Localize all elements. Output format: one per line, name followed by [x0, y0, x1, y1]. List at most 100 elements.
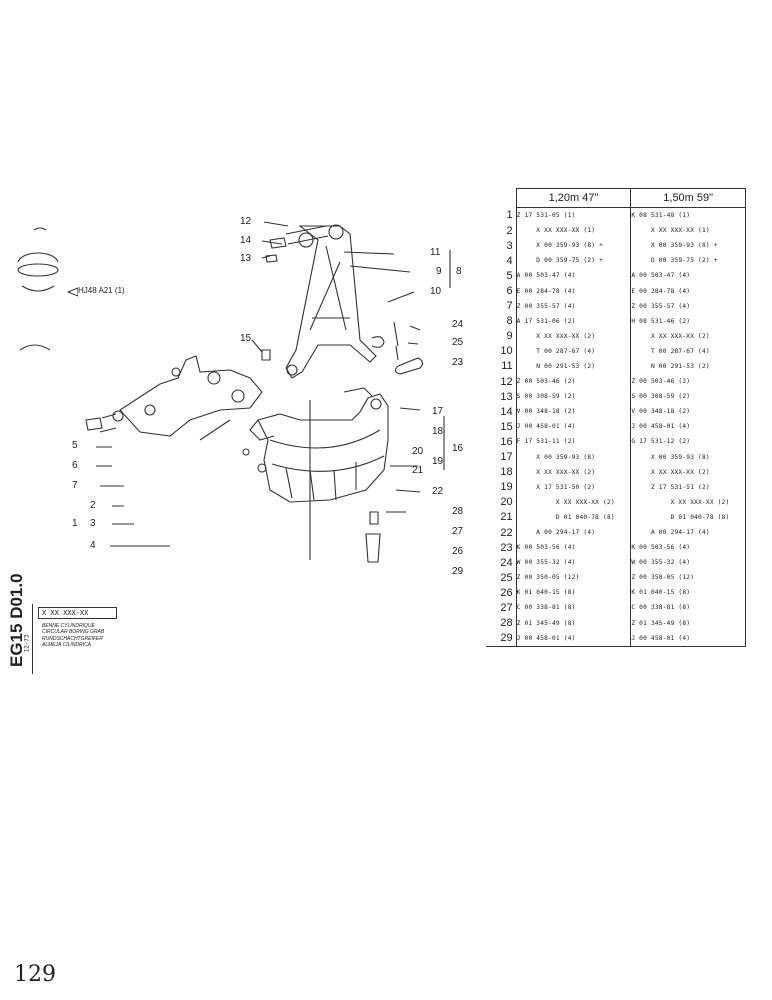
callout-26: 26 [452, 546, 464, 557]
item-number: 15 [500, 420, 513, 433]
item-number: 8 [506, 315, 513, 328]
title-block-divider [32, 604, 33, 674]
part-number-120m: Z 17 531-05 (1) [515, 207, 631, 224]
item-number: 12 [500, 375, 513, 388]
item-number: 2 [506, 224, 513, 237]
item-number: 16 [500, 435, 513, 448]
part-number-120m: K 00 503-56 (4) [515, 540, 631, 556]
exploded-parts-diagram [17, 221, 451, 563]
table-header-row: 1,20m 47" 1,50m 59" [486, 188, 746, 208]
callout-20: 20 [412, 446, 424, 457]
callout-25: 25 [452, 337, 464, 348]
item-number: 17 [500, 451, 513, 464]
item-number: 5 [506, 269, 513, 282]
part-number-150m: J 00 458-01 (4) [630, 630, 746, 647]
part-number-120m: A 00 503-47 (4) [515, 268, 631, 284]
item-number: 19 [500, 481, 513, 494]
table-row: 4 D 00 359-75 (2) + D 00 359-75 (2) + [486, 253, 746, 269]
item-number: 27 [500, 601, 513, 614]
item-number: 22 [500, 526, 513, 539]
part-number-150m: D 00 359-75 (2) + [630, 253, 746, 269]
callout-8: 8 [456, 266, 462, 277]
callout-2: 2 [90, 500, 96, 511]
callout-1: 1 [72, 518, 78, 529]
part-number-120m: S 00 308-59 (2) [515, 389, 631, 405]
sheet-edition: 12-73 [23, 634, 31, 653]
part-number-150m: A 00 294-17 (4) [630, 524, 746, 541]
callout-18: 18 [432, 426, 444, 437]
item-number: 23 [500, 541, 513, 554]
callout-15: 15 [240, 333, 252, 344]
part-number-150m: E 00 284-78 (4) [630, 283, 746, 299]
callout-17: 17 [432, 406, 444, 417]
part-number-150m: N 00 291-53 (2) [630, 358, 746, 375]
callout-21: 21 [412, 465, 424, 476]
part-number-120m: D 01 040-78 (8) [515, 509, 631, 525]
part-number-120m: Z 00 350-05 (12) [515, 570, 631, 586]
part-number-150m: J 00 458-01 (4) [630, 419, 746, 435]
assembly-number-box: X XX XXX-XX [38, 607, 117, 619]
table-row: 20 X XX XXX-XX (2) X XX XXX-XX (2) [486, 494, 746, 510]
part-number-150m: X 00 359-93 (8) + [630, 238, 746, 254]
item-number: 9 [506, 330, 513, 343]
part-number-120m: X XX XXX-XX (2) [515, 464, 631, 480]
page-number: 129 [14, 962, 56, 987]
table-row: 3 X 00 359-93 (8) + X 00 359-93 (8) + [486, 238, 746, 254]
table-row: 17 X 00 359-93 (8) X 00 359-93 (8) [486, 449, 746, 465]
callout-9: 9 [436, 266, 442, 277]
part-number-150m: K 00 503-56 (4) [630, 540, 746, 556]
callout-13: 13 [240, 253, 252, 264]
part-number-150m: A 00 503-47 (4) [630, 268, 746, 284]
callout-24: 24 [452, 319, 464, 330]
item-number: 29 [486, 630, 517, 647]
part-number-150m: X XX XXX-XX (2) [630, 494, 746, 510]
table-row: 10 T 00 287-67 (4) T 00 287-67 (4) [486, 343, 746, 359]
part-number-150m: K 08 531-48 (1) [630, 207, 746, 224]
part-number-120m: X XX XXX-XX (1) [515, 223, 631, 239]
part-number-150m: K 01 040-15 (8) [630, 585, 746, 601]
part-number-120m: J 00 458-01 (4) [515, 630, 631, 647]
part-number-150m: T 00 287-67 (4) [630, 343, 746, 359]
part-number-150m: Z 00 350-05 (12) [630, 570, 746, 586]
item-number: 28 [500, 617, 513, 630]
callout-12: 12 [240, 216, 252, 227]
part-number-120m: D 00 359-75 (2) + [515, 253, 631, 269]
part-number-150m: X XX XXX-XX (1) [630, 223, 746, 239]
callout-16: 16 [452, 443, 464, 454]
column-header-120m: 1,20m 47" [515, 188, 631, 208]
callout-23: 23 [452, 357, 464, 368]
part-number-120m: N 00 291-53 (2) [515, 358, 631, 375]
title-de: RUNDSCHACHTGREIFER [42, 635, 103, 642]
part-number-120m: K 01 040-15 (8) [515, 585, 631, 601]
part-number-150m: X XX XXX-XX (2) [630, 328, 746, 344]
part-number-120m: T 00 287-67 (4) [515, 343, 631, 359]
part-number-120m: J 00 458-01 (4) [515, 419, 631, 435]
part-number-150m: Z 17 531-51 (2) [630, 479, 746, 495]
table-row: 22 A 00 294-17 (4) A 00 294-17 (4) [486, 524, 746, 541]
title-es: ALMEJA CILINDRICA [42, 642, 91, 649]
item-number: 14 [500, 405, 513, 418]
part-number-120m: X XX XXX-XX (2) [515, 494, 631, 510]
part-number-150m: Z 00 503-46 (2) [630, 374, 746, 390]
part-number-150m: G 17 531-12 (2) [630, 434, 746, 450]
part-number-150m: H 08 531-46 (2) [630, 313, 746, 329]
part-number-120m: Z 01 345-49 (8) [515, 615, 631, 631]
part-number-120m: Z 00 503-46 (2) [515, 374, 631, 390]
part-number-120m: Z 00 355-57 (4) [515, 298, 631, 314]
table-row: 9 X XX XXX-XX (2) X XX XXX-XX (2) [486, 328, 746, 344]
part-number-120m: X 17 531-50 (2) [515, 479, 631, 495]
part-number-150m: Z 01 345-49 (8) [630, 615, 746, 631]
table-row: 19 X 17 531-50 (2) Z 17 531-51 (2) [486, 479, 746, 495]
callout-27: 27 [452, 526, 464, 537]
item-number: 18 [500, 466, 513, 479]
callout-19: 19 [432, 456, 444, 467]
